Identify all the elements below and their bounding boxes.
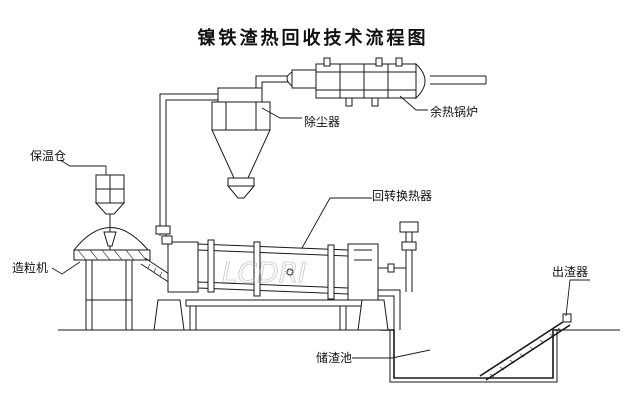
- diagram-title: 镍铁渣热回收技术流程图: [198, 27, 429, 49]
- slag-discharger: [479, 313, 572, 381]
- slag-pool: [380, 329, 560, 383]
- label-granulator: 造粒机: [12, 260, 48, 275]
- waste-heat-boiler: [286, 57, 487, 107]
- label-insulation-bin: 保温仓: [30, 149, 66, 163]
- watermark: LCDRI: [222, 256, 306, 289]
- flue-duct: [155, 93, 218, 236]
- label-slag-discharger: 出渣器: [552, 265, 588, 279]
- dust-remover: [211, 75, 292, 199]
- insulation-bin: [94, 174, 126, 222]
- granulator: [72, 220, 173, 330]
- label-slag-pool: 储渣池: [316, 350, 352, 365]
- leader-lines: [51, 95, 590, 359]
- label-waste-heat-boiler: 余热锅炉: [430, 104, 478, 119]
- rotary-heat-exchanger: [153, 221, 419, 331]
- label-rotary-heat-exchanger: 回转换热器: [372, 188, 432, 203]
- label-dust-remover: 除尘器: [304, 114, 340, 129]
